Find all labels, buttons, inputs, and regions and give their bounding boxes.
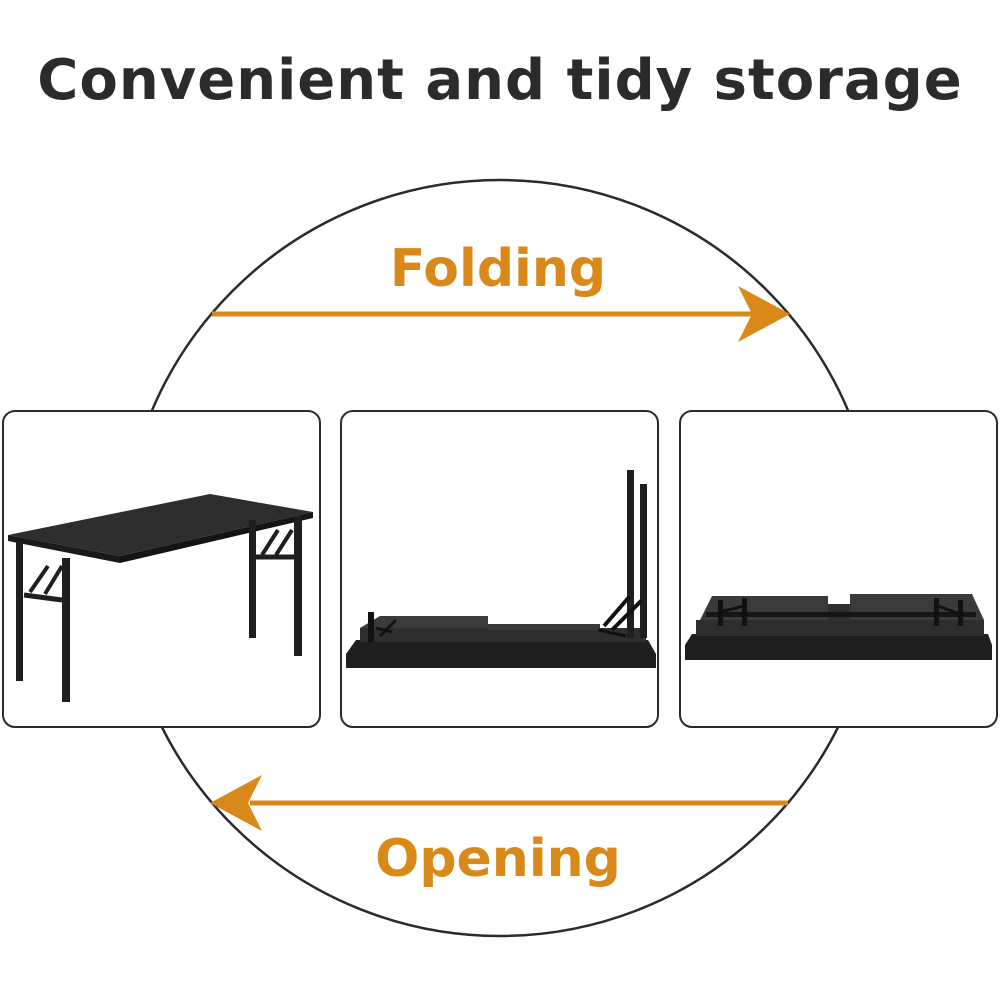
panel-folding [340,410,659,728]
opening-label: Opening [375,829,621,889]
folding-label: Folding [390,239,606,299]
panel-unfolded [2,410,321,728]
folding-arrow [212,286,790,342]
page-title: Convenient and tidy storage [37,48,963,113]
opening-arrow [210,775,788,831]
folded-table-icon [685,594,992,660]
panel-folded [679,410,998,728]
open-table-icon [8,494,313,702]
folding-table-icon [346,470,656,668]
